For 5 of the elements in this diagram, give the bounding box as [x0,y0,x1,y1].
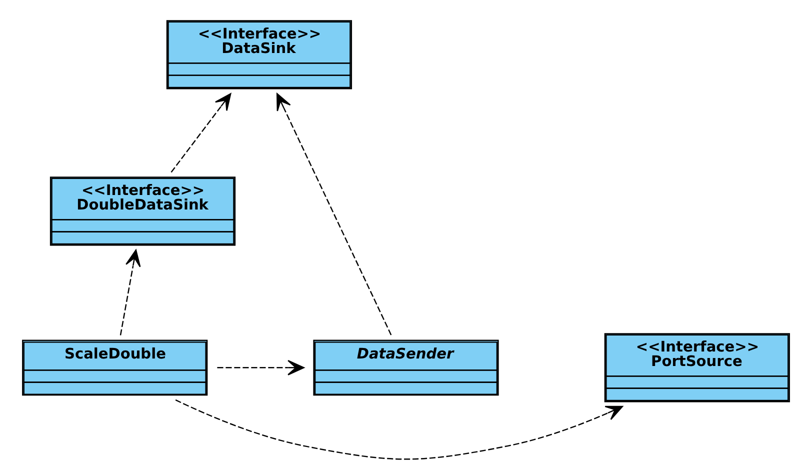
arrow [217,360,304,376]
arrow [170,93,232,173]
arrow [276,93,392,336]
arrow [120,249,141,336]
arrow [175,399,624,460]
